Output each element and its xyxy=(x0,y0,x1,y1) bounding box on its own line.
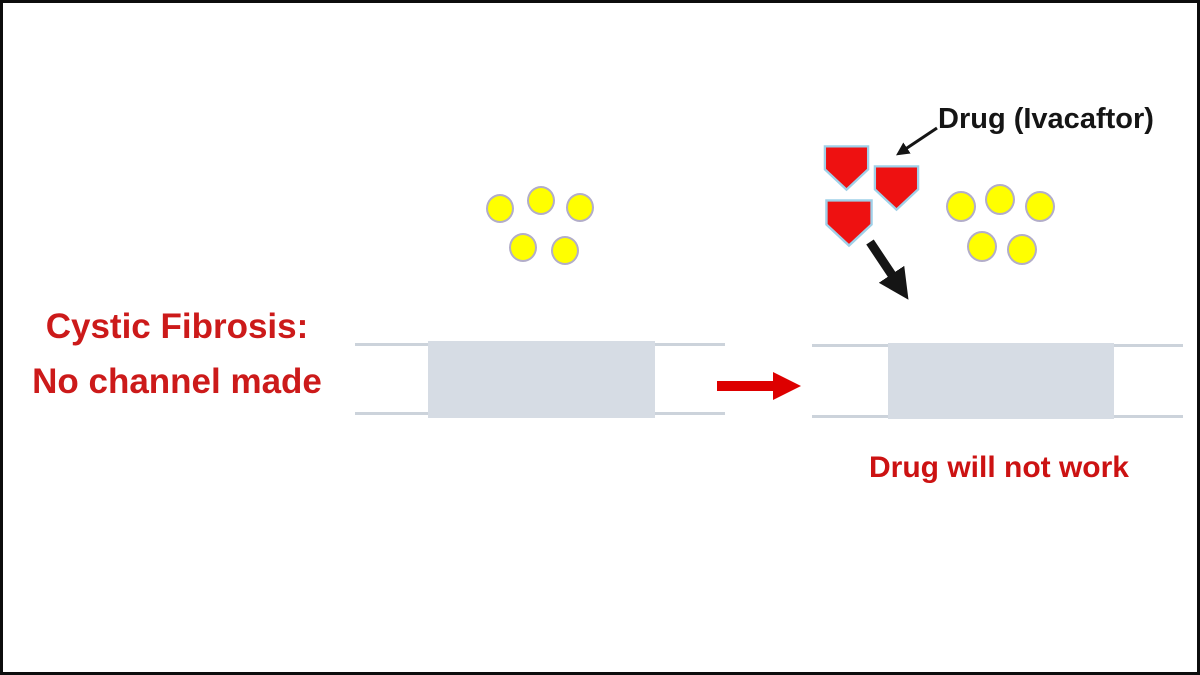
left-membrane-blocked-channel xyxy=(428,341,655,418)
chloride-ion xyxy=(551,236,579,265)
drug-molecule xyxy=(873,165,920,212)
chloride-ion xyxy=(967,231,997,262)
drug-molecule xyxy=(823,145,870,192)
chloride-ion xyxy=(509,233,537,262)
transition-arrow xyxy=(717,372,801,400)
outcome-caption: Drug will not work xyxy=(869,451,1129,484)
drug-action-arrow-icon xyxy=(866,239,909,300)
condition-caption: Cystic Fibrosis: No channel made xyxy=(11,299,343,409)
chloride-ion xyxy=(486,194,514,223)
chloride-ion xyxy=(1007,234,1037,265)
drug-molecule xyxy=(825,199,873,248)
drug-annotation-pointer-arrow-icon xyxy=(896,126,938,156)
chloride-ion xyxy=(527,186,555,215)
drug-annotation-label: Drug (Ivacaftor) xyxy=(938,103,1154,135)
condition-caption-line2: No channel made xyxy=(32,362,322,401)
chloride-ion xyxy=(1025,191,1055,222)
right-membrane-blocked-channel xyxy=(888,343,1114,419)
chloride-ion xyxy=(985,184,1015,215)
condition-caption-line1: Cystic Fibrosis: xyxy=(45,307,309,346)
chloride-ion xyxy=(946,191,976,222)
chloride-ion xyxy=(566,193,594,222)
